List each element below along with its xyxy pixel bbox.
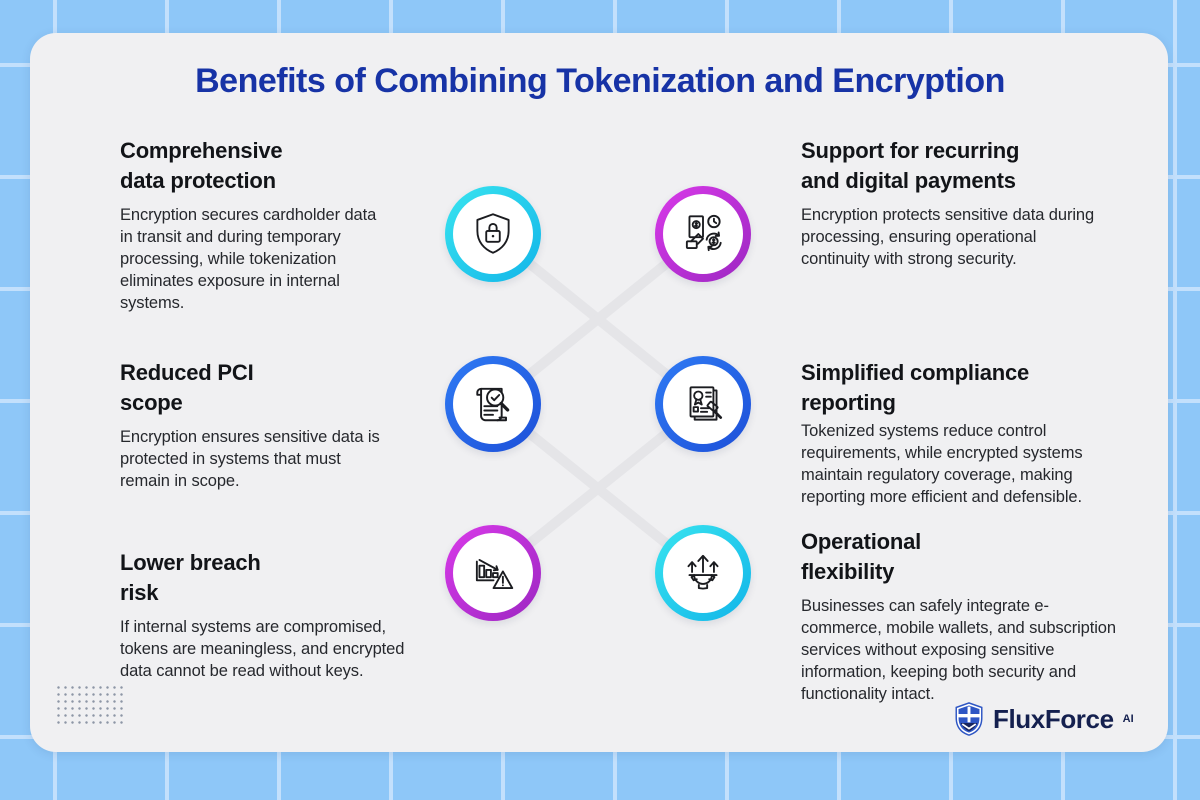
icon-circle-inner xyxy=(663,364,743,444)
icon-circle-inner xyxy=(453,194,533,274)
benefit-body: Tokenized systems reduce control require… xyxy=(801,422,1083,506)
gear-arrows-icon xyxy=(687,554,719,590)
benefit-heading: Lower breach risk xyxy=(120,550,261,605)
brand-suffix: AI xyxy=(1122,713,1134,725)
benefit-body: If internal systems are compromised, tok… xyxy=(120,618,405,680)
benefit-body: Encryption ensures sensitive data is pro… xyxy=(120,428,380,490)
icon-circle-flexibility xyxy=(655,525,751,621)
icon-circle-inner xyxy=(663,533,743,613)
benefit-heading: Simplified compliance reporting xyxy=(801,360,1030,415)
icon-circle-compliance xyxy=(655,356,751,452)
icon-circle-inner xyxy=(453,364,533,444)
benefit-heading: Support for recurring and digital paymen… xyxy=(801,138,1020,193)
benefit-lower-breach-risk: Lower breach risk If internal systems ar… xyxy=(120,548,460,682)
icon-circle-audit xyxy=(445,356,541,452)
page-title: Benefits of Combining Tokenization and E… xyxy=(195,62,1005,100)
benefit-body: Businesses can safely integrate e- comme… xyxy=(801,597,1116,703)
benefit-body: Encryption secures cardholder data in tr… xyxy=(120,206,377,312)
document-magnifier-icon xyxy=(476,387,510,422)
benefit-heading: Reduced PCI scope xyxy=(120,360,254,415)
dot-grid-decoration xyxy=(55,684,125,724)
benefit-simplified-compliance-reporting: Simplified compliance reporting Tokenize… xyxy=(801,358,1161,508)
benefit-recurring-digital-payments: Support for recurring and digital paymen… xyxy=(801,136,1161,270)
benefit-heading: Operational flexibility xyxy=(801,529,922,584)
brand-logo: FluxForce AI xyxy=(953,700,1134,738)
icon-circle-shield xyxy=(445,186,541,282)
benefit-body: Encryption protects sensitive data durin… xyxy=(801,206,1095,268)
benefit-reduced-pci-scope: Reduced PCI scope Encryption ensures sen… xyxy=(120,358,450,492)
benefit-operational-flexibility: Operational flexibility Businesses can s… xyxy=(801,527,1161,705)
icon-circle-inner xyxy=(453,533,533,613)
shield-lock-icon xyxy=(476,213,510,254)
recurring-payment-icon xyxy=(685,214,722,252)
icon-circle-inner xyxy=(663,194,743,274)
icon-circle-payment xyxy=(655,186,751,282)
certificate-gavel-icon xyxy=(689,386,723,421)
fluxforce-shield-icon xyxy=(955,702,983,736)
declining-chart-warning-icon xyxy=(475,559,514,590)
benefit-comprehensive-data-protection: Comprehensive data protection Encryption… xyxy=(120,136,450,314)
icon-circle-breach-risk xyxy=(445,525,541,621)
brand-name: FluxForce xyxy=(993,703,1114,734)
benefit-heading: Comprehensive data protection xyxy=(120,138,283,193)
